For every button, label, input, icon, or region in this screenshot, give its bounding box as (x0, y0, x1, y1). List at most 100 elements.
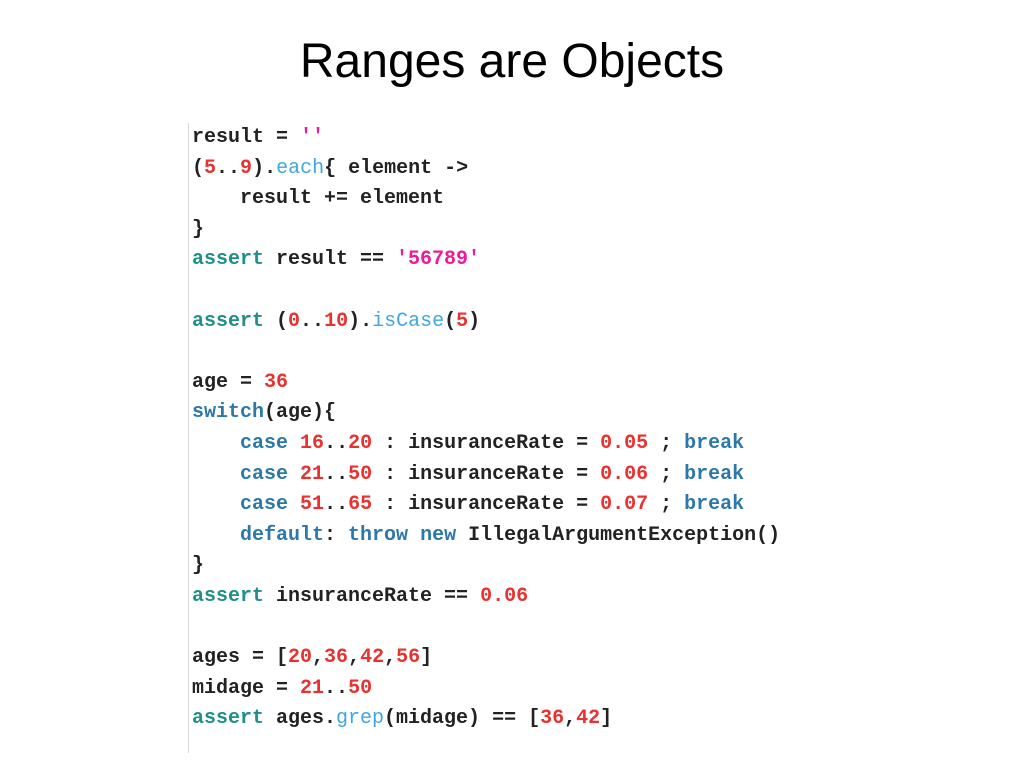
code-line: assert insuranceRate == 0.06 (192, 582, 908, 613)
code-line: result += element (192, 184, 908, 215)
code-token: 36 (540, 707, 565, 731)
code-token: age = (192, 370, 265, 394)
code-token: 16 (300, 431, 325, 455)
code-token: } (192, 554, 205, 578)
code-line: assert ages.grep(midage) == [36,42] (192, 704, 908, 735)
code-token: break (684, 462, 745, 486)
code-line: assert (0..10).isCase(5) (192, 307, 908, 338)
code-token: 5 (456, 309, 469, 333)
code-token (192, 432, 240, 455)
code-token: 0.06 (600, 462, 649, 486)
code-token: insuranceRate == (264, 584, 481, 608)
code-token: 42 (576, 707, 601, 731)
code-token: 42 (360, 646, 385, 670)
code-token: isCase (372, 309, 445, 333)
code-token: ] (600, 707, 613, 731)
code-token: , (384, 646, 397, 670)
code-token: .. (216, 156, 241, 180)
code-token: , (564, 707, 577, 731)
code-line: } (192, 551, 908, 582)
code-token: .. (300, 309, 325, 333)
code-token: break (684, 431, 745, 455)
code-token: 0 (288, 309, 301, 333)
code-token: switch (192, 401, 265, 425)
code-token: , (312, 646, 325, 670)
code-token: break (684, 493, 745, 517)
code-token: 0.05 (600, 431, 649, 455)
code-line: result = '' (192, 123, 908, 154)
code-line: case 16..20 : insuranceRate = 0.05 ; bre… (192, 429, 908, 460)
code-token: ). (348, 309, 373, 333)
code-line (192, 613, 908, 644)
code-token: : (324, 523, 349, 547)
code-token: 0.07 (600, 493, 649, 517)
code-token: result += element (192, 187, 445, 211)
code-token: 65 (348, 493, 373, 517)
code-line: default: throw new IllegalArgumentExcept… (192, 521, 908, 552)
code-token: new (420, 523, 457, 547)
code-token: each (276, 156, 325, 180)
code-line: } (192, 215, 908, 246)
code-token: { element -> (324, 156, 469, 180)
code-token: 50 (348, 462, 373, 486)
code-token: 21 (300, 676, 325, 700)
slide-title: Ranges are Objects (299, 35, 725, 88)
code-token: grep (336, 707, 385, 731)
code-token: 36 (324, 646, 349, 670)
code-token: case (240, 462, 289, 486)
code-token: 50 (348, 676, 373, 700)
code-token: } (192, 217, 205, 241)
code-token: ages. (264, 707, 337, 731)
code-token: ( (444, 309, 457, 333)
code-line: case 21..50 : insuranceRate = 0.06 ; bre… (192, 460, 908, 491)
code-token (288, 432, 300, 455)
code-line: ages = [20,36,42,56] (192, 643, 908, 674)
code-token (288, 463, 300, 486)
code-token: IllegalArgumentException() (456, 523, 781, 547)
code-line: assert result == '56789' (192, 245, 908, 276)
code-token: '56789' (396, 248, 481, 272)
code-token: , (348, 646, 361, 670)
code-token: (midage) == [ (384, 707, 541, 731)
code-token: assert (192, 584, 265, 608)
code-token: ( (192, 156, 205, 180)
code-line (192, 276, 908, 307)
code-token: 9 (240, 156, 253, 180)
code-token: result == (264, 248, 397, 272)
code-line (192, 337, 908, 368)
code-token (192, 463, 240, 486)
code-token: 21 (300, 462, 325, 486)
code-token: ) (468, 309, 481, 333)
code-token: ] (420, 646, 433, 670)
code-token: assert (192, 707, 265, 731)
code-token: ; (648, 493, 685, 517)
code-token: assert (192, 248, 265, 272)
code-token: : insuranceRate = (372, 493, 601, 517)
code-token: 0.06 (480, 584, 529, 608)
code-token: 20 (348, 431, 373, 455)
code-token: ). (252, 156, 277, 180)
code-token: ages = [ (192, 646, 289, 670)
code-token: .. (324, 676, 349, 700)
code-token: : insuranceRate = (372, 431, 601, 455)
code-token (408, 524, 420, 547)
code-token: .. (324, 462, 349, 486)
code-token: case (240, 431, 289, 455)
code-token: default (240, 523, 325, 547)
code-block: result = ''(5..9).each{ element -> resul… (188, 123, 908, 753)
code-token: throw (348, 523, 409, 547)
code-line: (5..9).each{ element -> (192, 154, 908, 185)
code-token: 10 (324, 309, 349, 333)
code-token: midage = (192, 676, 301, 700)
code-token (192, 524, 240, 547)
code-token: 56 (396, 646, 421, 670)
code-token: 51 (300, 493, 325, 517)
code-token: .. (324, 431, 349, 455)
code-token: 36 (264, 370, 289, 394)
code-token: 5 (204, 156, 217, 180)
code-line: age = 36 (192, 368, 908, 399)
code-token: ; (648, 462, 685, 486)
code-line: case 51..65 : insuranceRate = 0.07 ; bre… (192, 490, 908, 521)
code-line: midage = 21..50 (192, 674, 908, 705)
